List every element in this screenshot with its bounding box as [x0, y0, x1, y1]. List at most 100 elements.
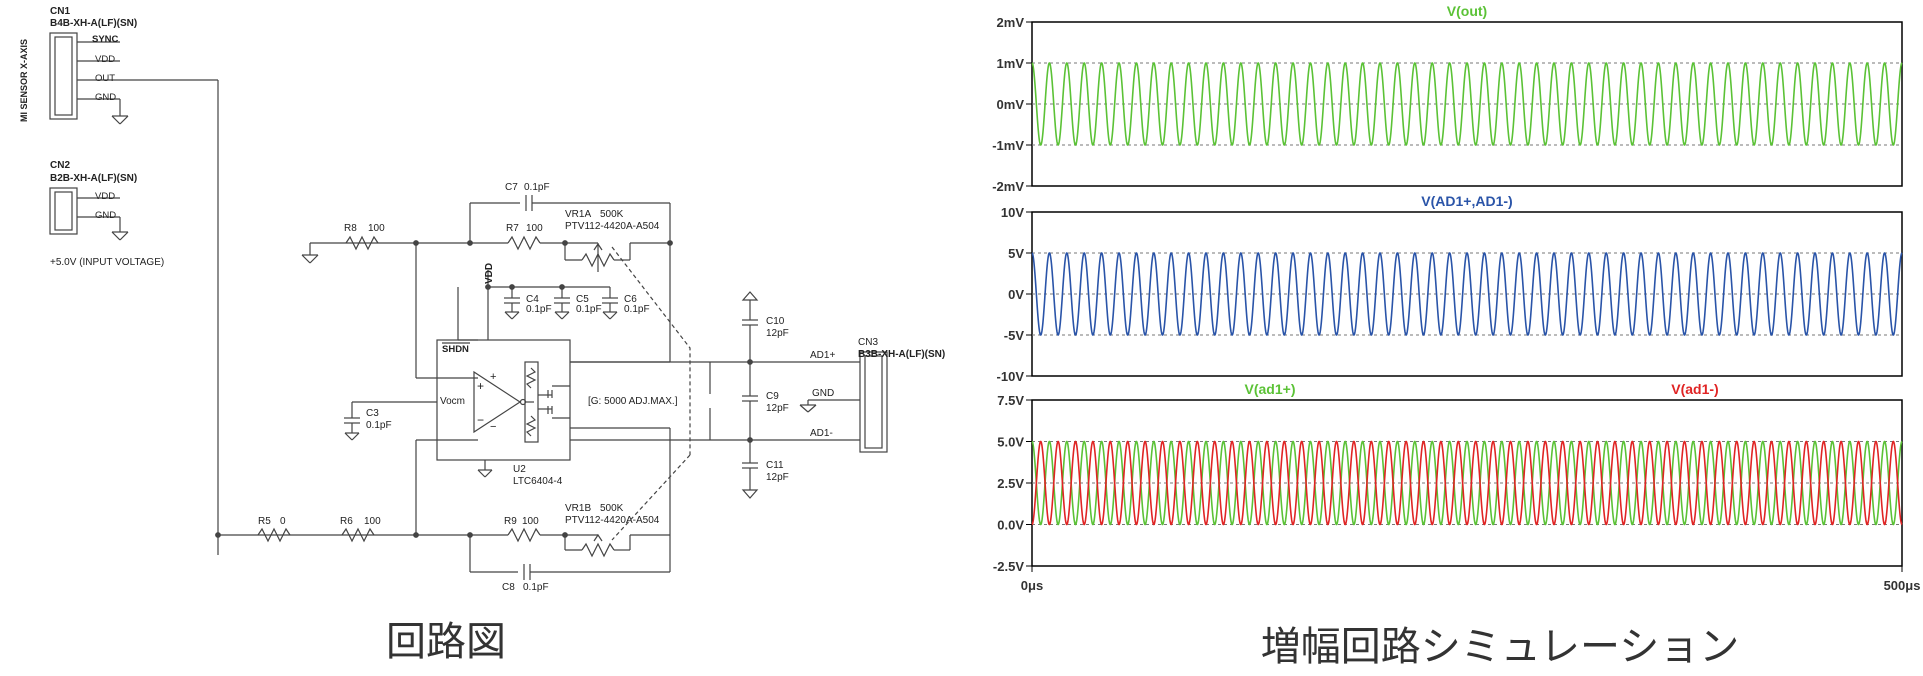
c7-value: 0.1pF: [524, 182, 550, 193]
u2-box: [436, 339, 571, 461]
y-tick-label: 1mV: [997, 56, 1025, 71]
wiper-arrow: [593, 242, 603, 251]
u2-part: LTC6404-4: [513, 476, 563, 487]
cn1-pin-sync: SYNC: [92, 34, 119, 45]
vr1b-label: VR1B: [565, 503, 591, 514]
c8-value: 0.1pF: [523, 582, 549, 593]
ground-symbol: [799, 400, 817, 413]
c5-value: 0.1pF: [576, 304, 602, 315]
shdn-label: SHDN: [442, 344, 469, 355]
r5-value: 0: [280, 516, 286, 527]
c4-label: C4: [526, 294, 539, 305]
plot-title: V(out): [1447, 3, 1487, 19]
cn2-connector-inner: [54, 191, 73, 231]
wiper-arrow: [593, 533, 603, 542]
cn1-connector-body: [49, 32, 78, 120]
y-tick-label: 0.0V: [997, 518, 1024, 533]
vr1b-part: PTV112-4420A-A504: [565, 515, 660, 526]
vdd-label: VDD: [484, 263, 495, 284]
c5-label: C5: [576, 294, 589, 305]
opamp-minus: −: [477, 413, 484, 427]
vr1a-label: VR1A: [565, 209, 591, 220]
u2-ref: U2: [513, 464, 526, 475]
plot-title: V(AD1+,AD1-): [1421, 193, 1512, 209]
gnd-label: GND: [812, 388, 834, 399]
simulation-plots: 2mV1mV0mV-1mV-2mVV(out)10V5V0V-5V-10VV(A…: [992, 3, 1920, 593]
gang-line-top: [611, 246, 691, 455]
c10-label: C10: [766, 316, 785, 327]
cn2-pin-vdd: VDD: [95, 191, 115, 202]
gang-line-bottom: [611, 454, 691, 541]
series-line: [1031, 440, 1903, 526]
r6-label: R6: [340, 516, 353, 527]
cn3-ref: CN3: [858, 337, 878, 348]
y-tick-label: 7.5V: [997, 393, 1024, 408]
cn1-ref: CN1: [50, 6, 70, 17]
legend-entry: V(ad1-): [1671, 381, 1718, 397]
series-line: [1031, 252, 1903, 336]
sensor-label: MI SENSOR X-AXIS: [19, 39, 29, 122]
opamp-out-plus: +: [490, 371, 496, 383]
y-tick-label: 5.0V: [997, 435, 1024, 450]
cn1-part: B4B-XH-A(LF)(SN): [50, 18, 137, 29]
y-tick-label: 0V: [1008, 287, 1024, 302]
r5-label: R5: [258, 516, 271, 527]
ground-symbol: [344, 432, 360, 441]
cn3-connector-inner: [864, 355, 883, 449]
legend-entry: V(ad1+): [1245, 381, 1296, 397]
ground-symbol: [602, 311, 618, 320]
c11-value: 12pF: [766, 472, 789, 483]
vr1a-value: 500K: [600, 209, 624, 220]
c7-label: C7: [505, 182, 518, 193]
cn1-pin-vdd: VDD: [95, 54, 115, 65]
gain-note: [G: 5000 ADJ.MAX.]: [588, 396, 678, 407]
c10-value: 12pF: [766, 328, 789, 339]
c9-value: 12pF: [766, 403, 789, 414]
r7-label: R7: [506, 223, 519, 234]
ground-symbol: [554, 311, 570, 320]
r8-resistor: [345, 235, 379, 251]
ground-symbol: [111, 99, 129, 125]
ground-symbol: [111, 217, 129, 241]
c4-value: 0.1pF: [526, 304, 552, 315]
r9-label: R9: [504, 516, 517, 527]
y-tick-label: -2.5V: [993, 559, 1024, 574]
x-tick-label: 0μs: [1021, 578, 1043, 593]
vcc-triangle: [741, 291, 759, 301]
ground-symbol: [477, 469, 493, 478]
y-tick-label: 5V: [1008, 246, 1024, 261]
cn1-connector-inner: [54, 36, 73, 116]
r8-value: 100: [368, 223, 385, 234]
input-voltage-label: +5.0V (INPUT VOLTAGE): [50, 257, 164, 268]
simulation-caption: 増幅回路シミュレーション: [1261, 624, 1739, 670]
ad1-minus-label: AD1-: [810, 428, 833, 439]
r9-value: 100: [522, 516, 539, 527]
c3-value: 0.1pF: [366, 420, 392, 431]
cn2-ref: CN2: [50, 160, 70, 171]
ground-symbol: [504, 311, 520, 320]
vocm-label: Vocm: [440, 396, 465, 407]
r6-value: 100: [364, 516, 381, 527]
y-tick-label: 0mV: [997, 97, 1025, 112]
c8-label: C8: [502, 582, 515, 593]
opamp-plus: +: [477, 379, 484, 393]
r6-resistor: [341, 527, 375, 543]
y-tick-label: 2mV: [997, 15, 1025, 30]
c6-label: C6: [624, 294, 637, 305]
vr1a-part: PTV112-4420A-A504: [565, 221, 660, 232]
r5-resistor: [257, 527, 291, 543]
schematic-caption: 回路図: [386, 619, 506, 665]
c9-label: C9: [766, 391, 779, 402]
cn2-part: B2B-XH-A(LF)(SN): [50, 173, 137, 184]
cn2-pin-gnd: GND: [95, 210, 116, 221]
cn2-connector-body: [49, 187, 78, 235]
y-tick-label: -10V: [997, 369, 1025, 384]
vee-triangle: [741, 489, 759, 499]
c11-label: C11: [766, 460, 784, 471]
r9-resistor: [507, 527, 541, 543]
schematic-diagram: MI SENSOR X-AXIS CN1 B4B-XH-A(LF)(SN) SY…: [19, 6, 945, 593]
vr1b-resistor: [581, 542, 615, 558]
cn3-part: B3B-XH-A(LF)(SN): [858, 349, 945, 360]
y-tick-label: 10V: [1001, 205, 1024, 220]
